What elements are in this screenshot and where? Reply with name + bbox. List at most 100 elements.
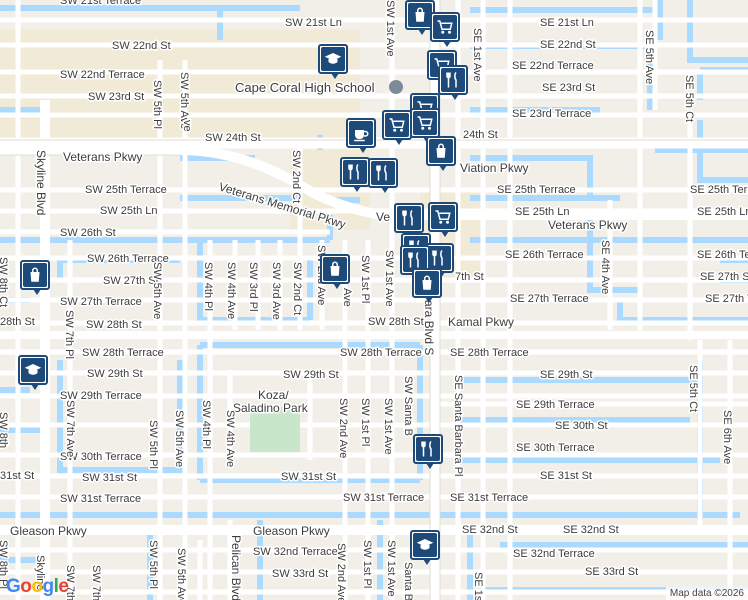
street-label-sw-28th-terrace: SW 28th Terrace	[82, 347, 164, 359]
street-label-veterans-pkwy-east: Veterans Pkwy	[548, 218, 627, 232]
street-label-se-1st-bottom: SE 1st	[472, 572, 484, 600]
grocery-marker-top-1[interactable]	[430, 12, 460, 47]
street-label-sw-25th-ln: SW 25th Ln	[100, 205, 157, 217]
park-label-line1[interactable]: Koza/	[257, 387, 291, 404]
street-label-sw-22nd-terrace: SW 22nd Terrace	[60, 69, 145, 81]
street-label-se-32nd-st: SE 32nd St	[462, 524, 518, 536]
street-label-se-25th-ln: SE 25th Ln	[515, 206, 569, 218]
street-label-sw-32nd-terrace: SW 32nd Terrace	[253, 546, 338, 558]
street-label-se-27th-st-east: SE 27th St	[700, 271, 748, 283]
street-label-sw-2nd-ct: SW 2nd Ct	[291, 262, 303, 315]
school-marker-1[interactable]	[318, 44, 348, 79]
street-label-sw-26th-st: SW 26th St	[60, 227, 116, 239]
street-label-sw-21st-ln: SW 21st Ln	[285, 17, 342, 29]
restaurant-icon	[397, 206, 421, 230]
shopping-bag-icon	[415, 271, 439, 295]
street-label-se-22nd-st: SE 22nd St	[540, 39, 596, 51]
street-label-sw-4th-ave-south: SW 4th Ave	[224, 410, 236, 467]
shop-marker-2[interactable]	[426, 136, 456, 171]
street-label-sw-8th-left: SW 8th	[0, 412, 9, 448]
street-label-sw-2nd-ave-bottom: SW 2nd Ave	[335, 543, 347, 600]
street-label-se-32nd-terrace: SE 32nd Terrace	[513, 548, 595, 560]
street-label-sw-4th-pl: SW 4th Pl	[202, 262, 214, 311]
street-label-sw-3rd-ave: SW 3rd Ave	[270, 262, 282, 320]
street-label-sw-25th-terrace: SW 25th Terrace	[85, 184, 167, 196]
street-label-sw-5th-pl-south: SW 5th Pl	[147, 420, 159, 469]
street-label-santa-barbara-bottom: Santa Barb	[402, 562, 414, 600]
street-label-se-30th-st: SE 30th St	[555, 420, 608, 432]
shopping-bag-icon	[429, 139, 453, 163]
street-label-sw-31st-st: SW 31st St	[82, 472, 137, 484]
shop-marker-5[interactable]	[20, 260, 50, 295]
street-label-se-27th-st: 7th St	[455, 271, 484, 283]
street-label-sw-26th-terrace: SW 26th Terrace	[87, 253, 169, 265]
street-label-sw-4th-pl-south: SW 4th Pl	[200, 400, 212, 449]
restaurant-marker-2[interactable]	[340, 157, 370, 192]
cafe-marker[interactable]	[346, 118, 376, 153]
school-label[interactable]: Cape Coral High School	[234, 79, 377, 97]
street-label-sw-27th-terrace: SW 27th Terrace	[60, 296, 142, 308]
school-pin-icon[interactable]	[389, 80, 403, 94]
street-label-sw-24th-st: SW 24th St	[205, 132, 261, 144]
street-label-sw-1st-pl-bottom: SW 1st Pl	[361, 540, 373, 588]
school-area	[0, 30, 360, 145]
street-label-se-4th-ave: SE 4th Ave	[599, 240, 611, 294]
shopping-cart-icon	[431, 205, 455, 229]
street-label-se-25th-terrace: SE 25th Terrace	[497, 184, 576, 196]
street-label-veterans-pkwy-west: Veterans Pkwy	[63, 150, 142, 164]
graduation-cap-icon	[321, 47, 345, 71]
street-label-santa-barbara-blvd: ara Blvd S	[422, 300, 436, 355]
street-label-sw-1st-ave-top: SW 1st Ave	[384, 0, 396, 57]
restaurant-icon	[416, 437, 440, 461]
street-label-sw-31st-terrace: SW 31st Terrace	[60, 493, 141, 505]
street-label-se-23rd-st: SE 23rd St	[542, 82, 595, 94]
street-label-sw-8th-ct-left: SW 8th Ct	[0, 257, 9, 307]
street-label-se-22nd-terrace: SE 22nd Terrace	[512, 60, 594, 72]
street-label-se-1st-ave-top: SE 1st Ave	[471, 28, 483, 82]
street-label-gleason-pkwy-west: Gleason Pkwy	[10, 524, 87, 538]
koza-saladino-park[interactable]	[250, 407, 300, 452]
street-label-sw-27th-st: SW 27th St	[103, 275, 159, 287]
school-marker-2[interactable]	[18, 355, 48, 390]
coffee-cup-icon	[349, 121, 373, 145]
street-label-ave-fragment: Ave	[341, 288, 353, 307]
street-label-se-23rd-terrace: SE 23rd Terrace	[512, 108, 591, 120]
restaurant-marker-3[interactable]	[368, 158, 398, 193]
street-label-sw-7th-pl-bottom: SW 7th Pl	[64, 565, 76, 600]
street-label-se-25th-ln-east: SE 25th Ln	[697, 206, 748, 218]
street-label-viation-pkwy: Viation Pkwy	[460, 161, 528, 175]
restaurant-icon	[441, 68, 465, 92]
restaurant-marker-4[interactable]	[394, 203, 424, 238]
restaurant-marker-1[interactable]	[438, 65, 468, 100]
shop-marker-4[interactable]	[412, 268, 442, 303]
map-attribution[interactable]: Map data ©2026	[665, 587, 748, 600]
street-label-se-25th-terrace-east: SE 25th Terrace	[690, 184, 748, 196]
street-label-skyline-blvd: Skyline Blvd	[34, 150, 48, 215]
street-label-sw-8th-pl-left: SW 8th Pl	[0, 540, 9, 589]
street-label-se-26th-terrace: SE 26th Terrace	[505, 249, 584, 261]
street-label-se-27th-terrace: SE 27th Terrace	[510, 293, 589, 305]
street-label-31st-st-west: 31st St	[0, 470, 34, 482]
shop-marker-3[interactable]	[320, 254, 350, 289]
street-label-se-5th-ct: SE 5th Ct	[687, 365, 699, 412]
park-label-line2[interactable]: Saladino Park	[232, 400, 311, 417]
restaurant-icon	[343, 160, 367, 184]
school-marker-3[interactable]	[410, 530, 440, 565]
graduation-cap-icon	[413, 533, 437, 557]
street-label-sw-29th-terrace: SW 29th Terrace	[60, 390, 142, 402]
street-label-sw-21st-terrace: SW 21st Terrace	[60, 0, 141, 7]
grocery-marker-5[interactable]	[410, 108, 440, 143]
street-label-sw-1st-pl-south: SW 1st Pl	[359, 398, 371, 446]
street-label-sw-4th-ave: SW 4th Ave	[225, 262, 237, 319]
grocery-marker-6[interactable]	[428, 202, 458, 237]
street-label-sw-23rd-st: SW 23rd St	[88, 91, 144, 103]
street-label-se-21st-ln: SE 21st Ln	[540, 17, 594, 29]
grocery-marker-4[interactable]	[382, 110, 412, 145]
street-label-sw-5th-ave-south: SW 5th Ave	[173, 410, 185, 467]
street-label-se-27th-terrace-east: SE 27th Terrace	[705, 293, 748, 305]
restaurant-marker-8[interactable]	[413, 434, 443, 469]
street-label-sw-5th-pl-bottom: SW 5th Pl	[147, 540, 159, 589]
